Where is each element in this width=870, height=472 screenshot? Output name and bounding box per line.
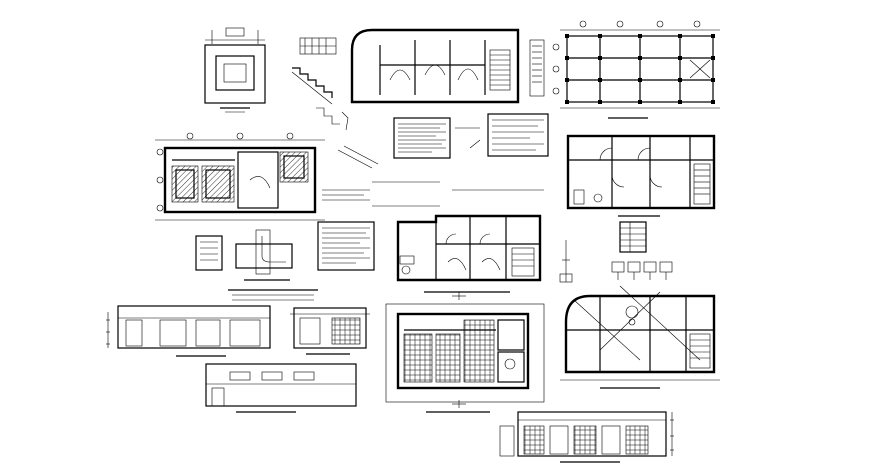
section-detail-box: [204, 27, 266, 113]
first-floor-plan-left: [155, 132, 325, 221]
structural-grid-plan: [552, 20, 720, 119]
ground-floor-plan-top: [350, 28, 545, 104]
drawing-titles: [228, 289, 318, 301]
specification-text-block: [317, 181, 544, 271]
manhole-detail: [195, 229, 293, 281]
front-elevation-left: [106, 305, 271, 357]
roof-plan-curved: [560, 285, 720, 389]
rear-elevation: [499, 411, 674, 463]
section-elevation-small: [290, 307, 370, 355]
stair-section-detail: [291, 37, 349, 131]
second-floor-plan-right: [566, 134, 716, 217]
general-notes-block: [337, 113, 549, 169]
schedule-table-right: [611, 221, 673, 280]
side-elevation-long: [205, 363, 357, 413]
floor-plan-center: [396, 214, 573, 293]
finishes-floor-plan: [385, 292, 545, 413]
